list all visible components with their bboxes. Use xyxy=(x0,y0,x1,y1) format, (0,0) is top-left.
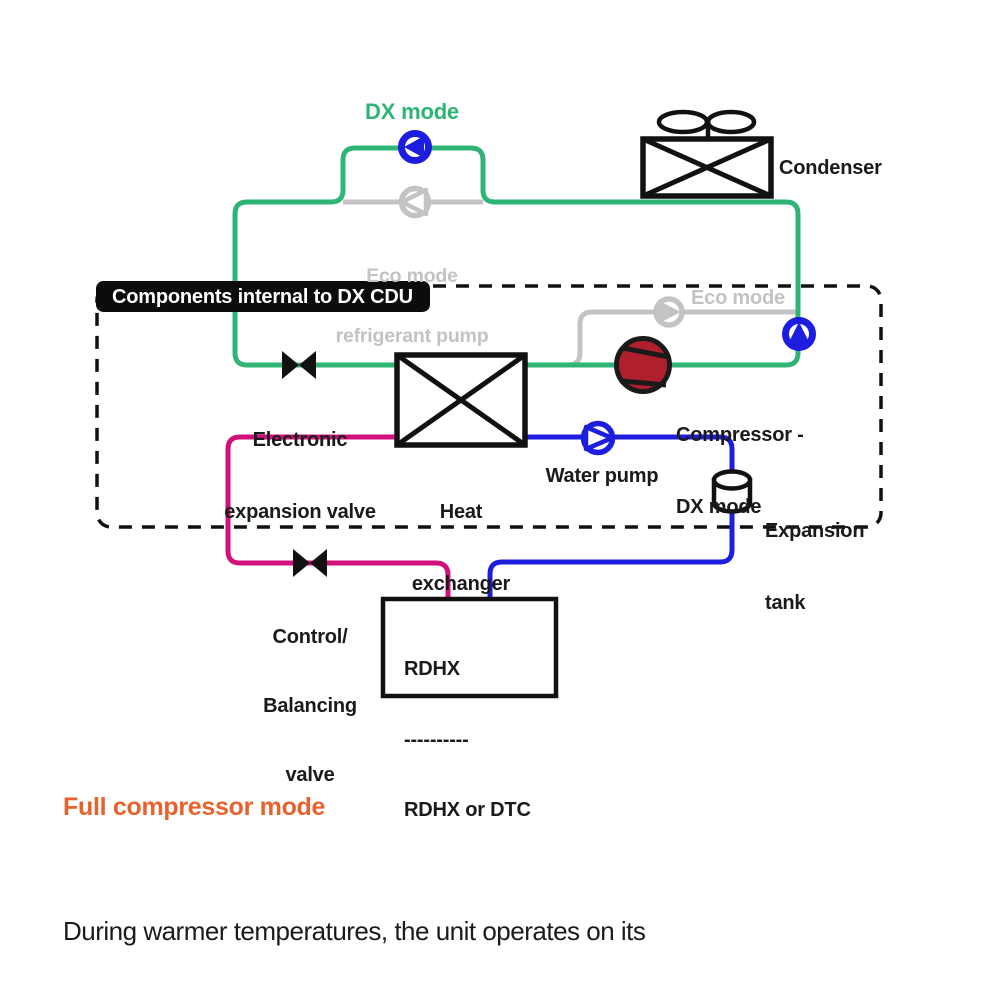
dx-mode-pump-icon xyxy=(398,130,432,164)
heat-exchanger-icon xyxy=(394,352,528,448)
expansion-tank-icon xyxy=(711,469,753,514)
refrigerant-riser-pump-icon xyxy=(782,317,816,351)
cooling-circuit-diagram xyxy=(95,109,883,699)
cdu-box-label: Components internal to DX CDU xyxy=(112,286,413,308)
eco-mode-loop-line xyxy=(567,309,798,368)
heat-exchanger-label: Heat exchanger xyxy=(411,501,511,595)
electronic-expansion-valve-icon xyxy=(282,351,316,379)
caption-body: During warmer temperatures, the unit ope… xyxy=(63,916,646,946)
compressor-label: Compressor - DX mode xyxy=(676,424,804,518)
expansion-tank-label: Expansion tank xyxy=(765,520,865,614)
condenser-icon xyxy=(640,136,774,199)
water-line xyxy=(487,434,735,599)
expansion-valve-label: Electronic expansion valve xyxy=(224,429,376,523)
condenser-label: Condenser xyxy=(779,157,882,179)
cdu-boundary-box xyxy=(95,284,883,529)
return-line xyxy=(225,434,451,599)
rdhx-label: RDHX ---------- RDHX or DTC xyxy=(404,658,531,821)
dx-mode-label: DX mode xyxy=(365,99,459,124)
water-pump-label: Water pump xyxy=(545,465,659,487)
rdhx-box xyxy=(380,596,559,699)
water-pump-icon xyxy=(580,420,616,456)
caption-title: Full compressor mode xyxy=(63,793,326,821)
compressor-icon xyxy=(614,336,672,394)
control-valve-label: Control/ Balancing valve xyxy=(263,626,357,786)
control-balancing-valve-icon xyxy=(293,549,327,577)
cdu-label-pill xyxy=(96,281,430,312)
condenser-fan-icon xyxy=(656,109,757,140)
eco-refrigerant-pump-label: Eco mode refrigerant pump xyxy=(335,265,489,347)
eco-mode-pump-icon xyxy=(653,296,685,328)
eco-refrigerant-pump-icon xyxy=(398,185,432,219)
eco-mode-label: Eco mode xyxy=(691,287,785,309)
